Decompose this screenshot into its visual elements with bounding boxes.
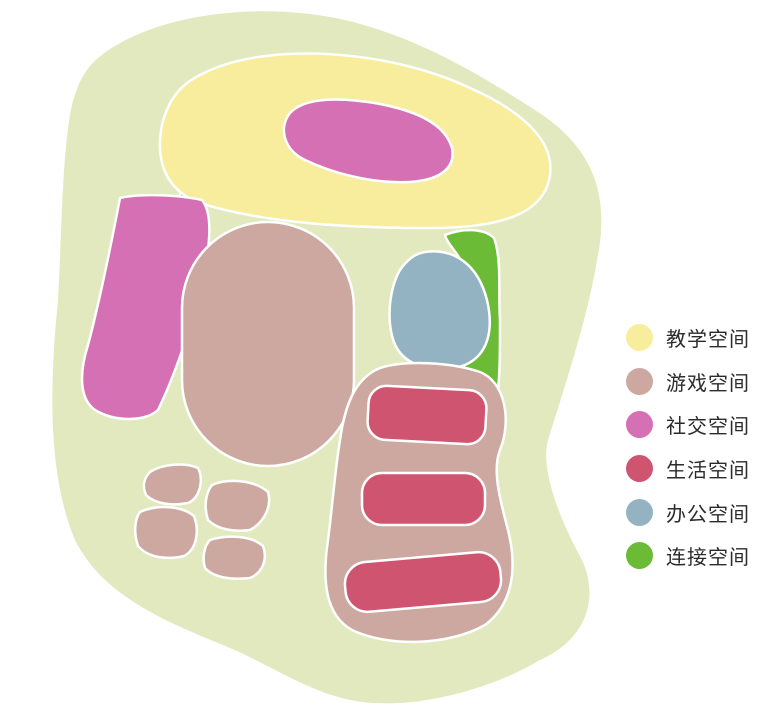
legend-item-living: 生活空间 <box>626 447 776 491</box>
legend-swatch-living <box>626 455 653 483</box>
legend-item-social: 社交空间 <box>626 403 776 447</box>
play-block-3 <box>134 505 198 560</box>
legend-item-play: 游戏空间 <box>626 360 776 404</box>
social-space-top <box>282 98 454 184</box>
living-space-1 <box>366 384 488 446</box>
legend-swatch-office <box>626 498 653 526</box>
play-block-4 <box>202 535 267 580</box>
living-space-3 <box>343 550 503 614</box>
legend-swatch-social <box>626 411 653 439</box>
legend-item-teaching: 教学空间 <box>626 316 776 360</box>
living-space-2 <box>360 471 487 527</box>
legend-label: 连接空间 <box>666 545 750 570</box>
legend-label: 教学空间 <box>666 327 750 352</box>
legend-item-connection: 连接空间 <box>626 534 776 578</box>
play-space-large <box>180 220 356 468</box>
legend-swatch-play <box>626 367 653 395</box>
legend-label: 游戏空间 <box>666 370 750 395</box>
play-block-1 <box>142 463 202 506</box>
legend-label: 社交空间 <box>666 414 750 439</box>
legend: 教学空间游戏空间社交空间生活空间办公空间连接空间 <box>626 316 776 578</box>
social-space-left <box>80 193 211 421</box>
legend-item-office: 办公空间 <box>626 490 776 534</box>
legend-label: 办公空间 <box>666 501 750 526</box>
legend-swatch-teaching <box>626 324 653 352</box>
legend-swatch-connection <box>626 542 653 570</box>
legend-label: 生活空间 <box>666 458 750 483</box>
play-block-2 <box>204 479 271 532</box>
